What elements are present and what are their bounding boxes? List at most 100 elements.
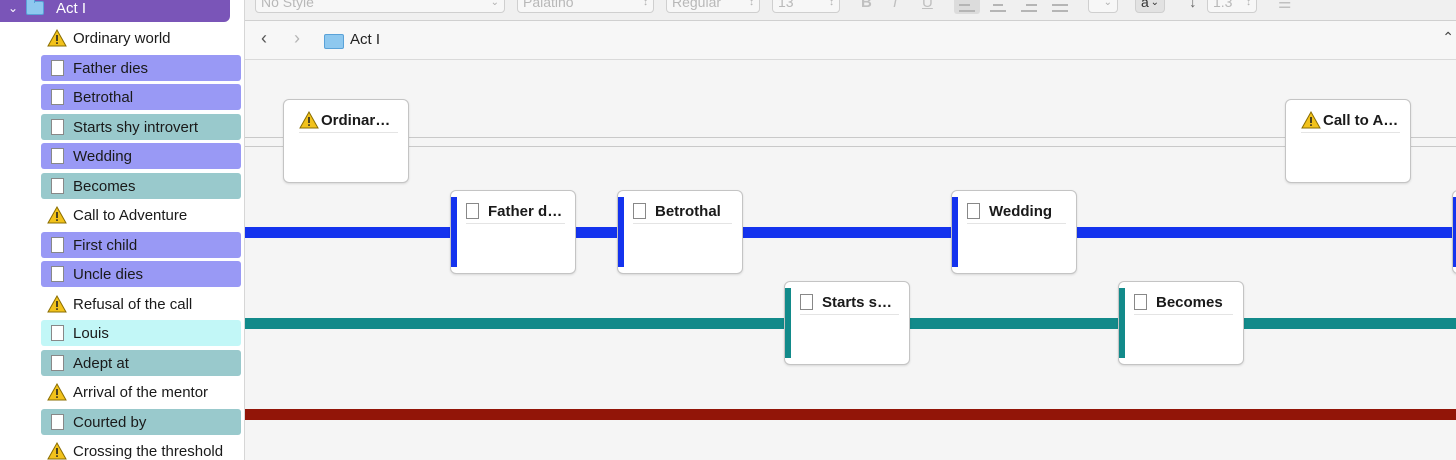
format-toolbar: No Style⌄ Palatino↕ Regular↕ 13↕ B I U ⌄…: [245, 0, 1456, 21]
style-select[interactable]: No Style⌄: [255, 0, 505, 13]
timeline-card-partial[interactable]: [1452, 190, 1456, 274]
document-icon: [41, 355, 73, 371]
binder-item-label: Crossing the threshold: [73, 442, 224, 460]
font-size-select[interactable]: 13↕: [772, 0, 840, 13]
plot-thread-blue: [245, 227, 1456, 238]
stepper-icon: ↕: [829, 0, 834, 8]
font-family-select[interactable]: Palatino↕: [517, 0, 654, 13]
binder-item[interactable]: Ordinary world: [41, 25, 241, 51]
binder-item[interactable]: Betrothal: [41, 84, 241, 110]
bold-button[interactable]: B: [861, 0, 872, 11]
underline-button[interactable]: U: [922, 0, 933, 11]
warning-icon: [41, 383, 73, 401]
binder-item[interactable]: Father dies: [41, 55, 241, 81]
chevron-down-icon[interactable]: ⌄: [7, 1, 19, 15]
document-icon: [967, 203, 989, 219]
binder-folder-act-i[interactable]: ⌄ Act I: [0, 0, 230, 22]
binder-item-label: Louis: [73, 324, 109, 342]
binder-item-label: Courted by: [73, 413, 147, 431]
card-title: Father dies: [488, 202, 565, 220]
document-icon: [41, 266, 73, 282]
highlight-color-select[interactable]: a⌄: [1135, 0, 1165, 13]
card-title: Wedding: [989, 202, 1053, 220]
binder-item-label: Uncle dies: [73, 265, 144, 283]
align-justify-button[interactable]: [1047, 0, 1073, 14]
binder-item-label: Wedding: [73, 147, 132, 165]
card-title: Betrothal: [655, 202, 721, 220]
timeline-card[interactable]: Call to Adventure: [1285, 99, 1411, 183]
binder-item[interactable]: Arrival of the mentor: [41, 379, 241, 405]
timeline-card[interactable]: Starts shy introvert: [784, 281, 910, 365]
thread-marker: [952, 197, 958, 267]
timeline-card[interactable]: Father dies: [450, 190, 576, 274]
binder-item[interactable]: Courted by: [41, 409, 241, 435]
stepper-icon: ↕: [1246, 0, 1251, 8]
card-title: Ordinary world: [321, 111, 398, 129]
folder-icon: [26, 0, 44, 15]
thread-marker: [451, 197, 457, 267]
nav-title: Act I: [350, 31, 381, 48]
binder-item[interactable]: Starts shy introvert: [41, 114, 241, 140]
document-icon: [466, 203, 488, 219]
line-spacing-icon[interactable]: ↓: [1189, 0, 1197, 11]
document-icon: [41, 119, 73, 135]
stepper-icon: ↕: [643, 0, 648, 8]
document-icon: [633, 203, 655, 219]
binder-item[interactable]: Louis: [41, 320, 241, 346]
align-left-button[interactable]: [954, 0, 980, 14]
line-spacing-select[interactable]: 1.3↕: [1207, 0, 1257, 13]
binder-item-label: Arrival of the mentor: [73, 383, 209, 401]
document-icon: [41, 60, 73, 76]
chevron-left-icon[interactable]: ‹: [261, 28, 267, 48]
binder-item[interactable]: Adept at: [41, 350, 241, 376]
binder-item[interactable]: Becomes: [41, 173, 241, 199]
binder-item-label: Betrothal: [73, 88, 134, 106]
warning-icon: [41, 295, 73, 313]
chevron-up-icon[interactable]: ⌃: [1442, 29, 1454, 45]
binder-item[interactable]: Refusal of the call: [41, 291, 241, 317]
list-icon[interactable]: ☰: [1278, 0, 1292, 12]
binder-item-label: Starts shy introvert: [73, 118, 199, 136]
chevron-down-icon: ⌄: [1103, 0, 1112, 8]
font-weight-select[interactable]: Regular↕: [666, 0, 760, 13]
chevron-right-icon[interactable]: ›: [294, 28, 300, 48]
binder-item-label: First child: [73, 236, 138, 254]
timeline-card[interactable]: Becomes: [1118, 281, 1244, 365]
editor-nav-bar: ‹ › Act I ⌃: [245, 21, 1456, 60]
binder-item-label: Becomes: [73, 177, 136, 195]
binder-item[interactable]: Crossing the threshold: [41, 438, 241, 460]
warning-icon: [41, 442, 73, 460]
align-right-button[interactable]: [1016, 0, 1042, 14]
card-title: Becomes: [1156, 293, 1223, 311]
timeline-card[interactable]: Betrothal: [617, 190, 743, 274]
document-icon: [41, 178, 73, 194]
binder-sidebar: ⌄ Act I Ordinary world Father dies Betro…: [0, 0, 245, 460]
binder-item[interactable]: First child: [41, 232, 241, 258]
document-icon: [800, 294, 822, 310]
document-icon: [1134, 294, 1156, 310]
timeline-card[interactable]: Ordinary world: [283, 99, 409, 183]
document-icon: [41, 237, 73, 253]
text-color-select[interactable]: ⌄: [1088, 0, 1118, 13]
warning-icon: [299, 111, 321, 129]
italic-button[interactable]: I: [893, 0, 898, 11]
card-title: Starts shy introvert: [822, 293, 899, 311]
binder-item[interactable]: Call to Adventure: [41, 202, 241, 228]
document-icon: [41, 325, 73, 341]
timeline-card[interactable]: Wedding: [951, 190, 1077, 274]
binder-item[interactable]: Wedding: [41, 143, 241, 169]
card-title: Call to Adventure: [1323, 111, 1400, 129]
binder-item[interactable]: Uncle dies: [41, 261, 241, 287]
thread-marker: [1119, 288, 1125, 358]
binder-item-label: Adept at: [73, 354, 129, 372]
warning-icon: [41, 29, 73, 47]
warning-icon: [41, 206, 73, 224]
folder-icon: [324, 34, 344, 49]
document-icon: [41, 414, 73, 430]
stepper-icon: ↕: [749, 0, 754, 8]
align-center-button[interactable]: [985, 0, 1011, 14]
plot-thread-red: [245, 409, 1456, 420]
binder-item-label: Call to Adventure: [73, 206, 188, 224]
thread-marker: [1453, 197, 1456, 267]
document-icon: [41, 148, 73, 164]
